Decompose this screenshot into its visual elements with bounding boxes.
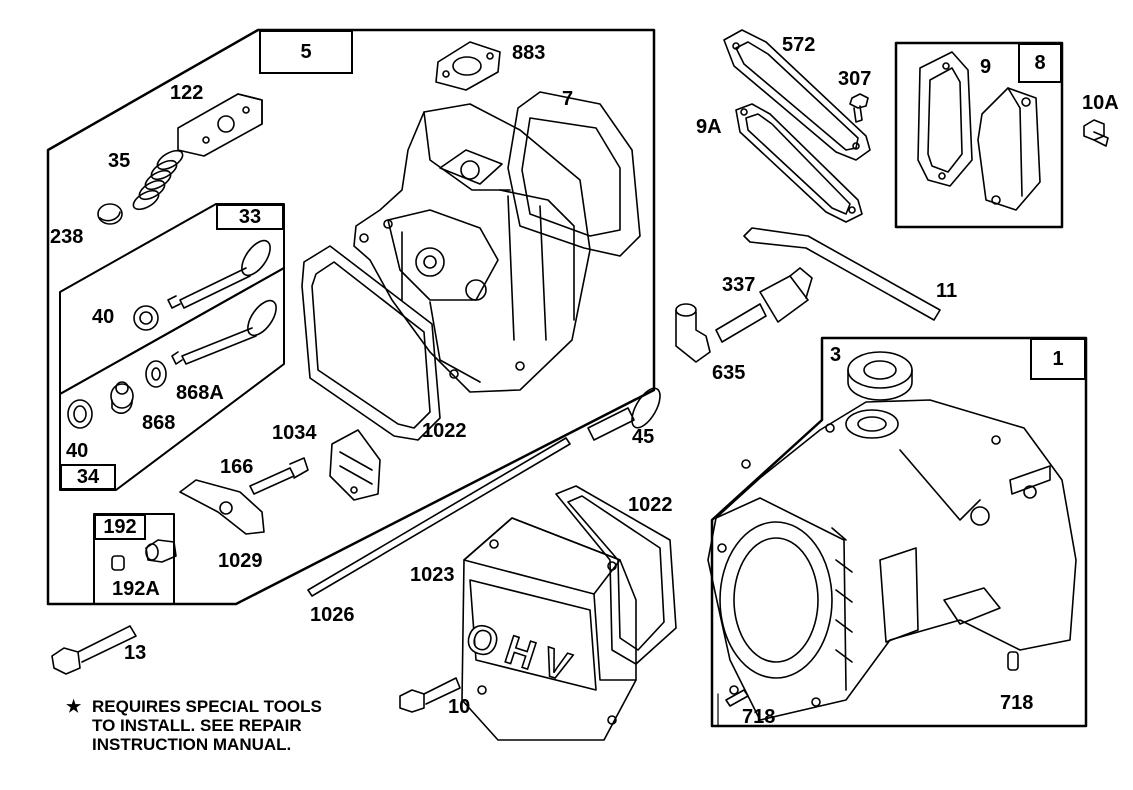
part-635-fitting xyxy=(675,303,711,363)
callout-40-upper: 40 xyxy=(92,306,115,328)
group-1-label: 1 xyxy=(1030,338,1086,380)
callout-3: 3 xyxy=(830,344,842,366)
part-572-gasket xyxy=(723,29,871,161)
callout-45: 45 xyxy=(632,426,655,448)
part-166-stud xyxy=(249,457,309,495)
group-5-label: 5 xyxy=(259,30,353,74)
part-718-pin-right xyxy=(1007,651,1019,671)
callout-307: 307 xyxy=(838,68,872,90)
note-line-3: INSTRUCTION MANUAL. xyxy=(92,735,292,754)
callout-40-lower: 40 xyxy=(66,440,89,462)
part-7-gasket xyxy=(507,91,641,257)
group-8-outline xyxy=(894,41,1064,229)
group-192-label: 192 xyxy=(94,514,146,540)
callout-13: 13 xyxy=(124,642,147,664)
part-13-bolt xyxy=(51,625,137,675)
callout-10: 10 xyxy=(448,696,471,718)
part-3-seal xyxy=(847,351,913,401)
part-868-rotator xyxy=(110,381,134,414)
callout-166: 166 xyxy=(220,456,254,478)
part-11-tube xyxy=(743,227,941,321)
callout-1022-lower: 1022 xyxy=(628,494,673,516)
callout-1029: 1029 xyxy=(218,550,263,572)
callout-35: 35 xyxy=(108,150,131,172)
callout-718-right: 718 xyxy=(1000,692,1034,714)
part-33-valve xyxy=(167,239,271,309)
part-9A-gasket xyxy=(735,103,863,223)
group-1-outline xyxy=(710,336,1088,728)
callout-9A: 9A xyxy=(696,116,722,138)
callout-1023: 1023 xyxy=(410,564,455,586)
callout-11: 11 xyxy=(936,280,958,302)
group-8-label: 8 xyxy=(1018,43,1062,83)
callout-337: 337 xyxy=(722,274,756,296)
part-868A-washer xyxy=(145,360,167,388)
callout-718-left: 718 xyxy=(742,706,776,728)
part-10A-screw xyxy=(1083,119,1109,147)
part-40-seal-lower xyxy=(67,399,93,429)
group-5-outline xyxy=(46,28,656,606)
part-1034-plate xyxy=(329,429,381,501)
callout-1026: 1026 xyxy=(310,604,355,626)
part-718-pin-left xyxy=(725,689,749,707)
callout-1022-upper: 1022 xyxy=(422,420,467,442)
part-1029-rocker xyxy=(179,479,265,535)
part-1026-pushrod xyxy=(307,437,571,597)
callout-7: 7 xyxy=(562,88,574,110)
callout-635: 635 xyxy=(712,362,746,384)
callout-10A: 10A xyxy=(1082,92,1119,114)
part-cylinder-head xyxy=(353,103,591,393)
callout-868A: 868A xyxy=(176,382,224,404)
callout-192A: 192A xyxy=(112,578,160,600)
part-exhaust-valve xyxy=(171,299,277,365)
group-192-outline xyxy=(93,513,175,605)
part-1022-gasket-upper xyxy=(301,245,441,441)
part-1-block xyxy=(707,399,1077,721)
callout-122: 122 xyxy=(170,82,204,104)
part-192-fitting xyxy=(145,539,177,563)
part-238-cap xyxy=(97,203,123,225)
part-10-bolt xyxy=(399,677,461,713)
part-1022-gasket-lower xyxy=(555,485,677,665)
callout-238: 238 xyxy=(50,226,84,248)
part-9-gasket xyxy=(917,51,973,187)
part-45-tube xyxy=(587,387,661,441)
part-883-gasket xyxy=(435,41,501,91)
part-35-spring xyxy=(132,149,184,211)
callout-572: 572 xyxy=(782,34,816,56)
group-34-label: 34 xyxy=(60,464,116,490)
note-line-2: TO INSTALL. SEE REPAIR xyxy=(92,716,302,735)
note-line-1: REQUIRES SPECIAL TOOLS xyxy=(92,697,322,716)
callout-883: 883 xyxy=(512,42,546,64)
special-tools-note: ★ REQUIRES SPECIAL TOOLS TO INSTALL. SEE… xyxy=(66,697,322,754)
star-icon: ★ xyxy=(66,697,82,716)
group-33-outline xyxy=(59,203,285,395)
part-337-sparkplug xyxy=(715,267,813,343)
callout-1034: 1034 xyxy=(272,422,317,444)
part-8-cover xyxy=(977,87,1041,211)
group-33-label: 33 xyxy=(216,204,284,230)
part-192A-pin xyxy=(111,555,125,571)
part-307-screw xyxy=(849,93,869,123)
callout-868: 868 xyxy=(142,412,176,434)
leader-lines xyxy=(717,337,823,727)
part-40-seal-upper xyxy=(133,305,159,331)
callout-9: 9 xyxy=(980,56,992,78)
part-1023-cover xyxy=(461,517,637,741)
